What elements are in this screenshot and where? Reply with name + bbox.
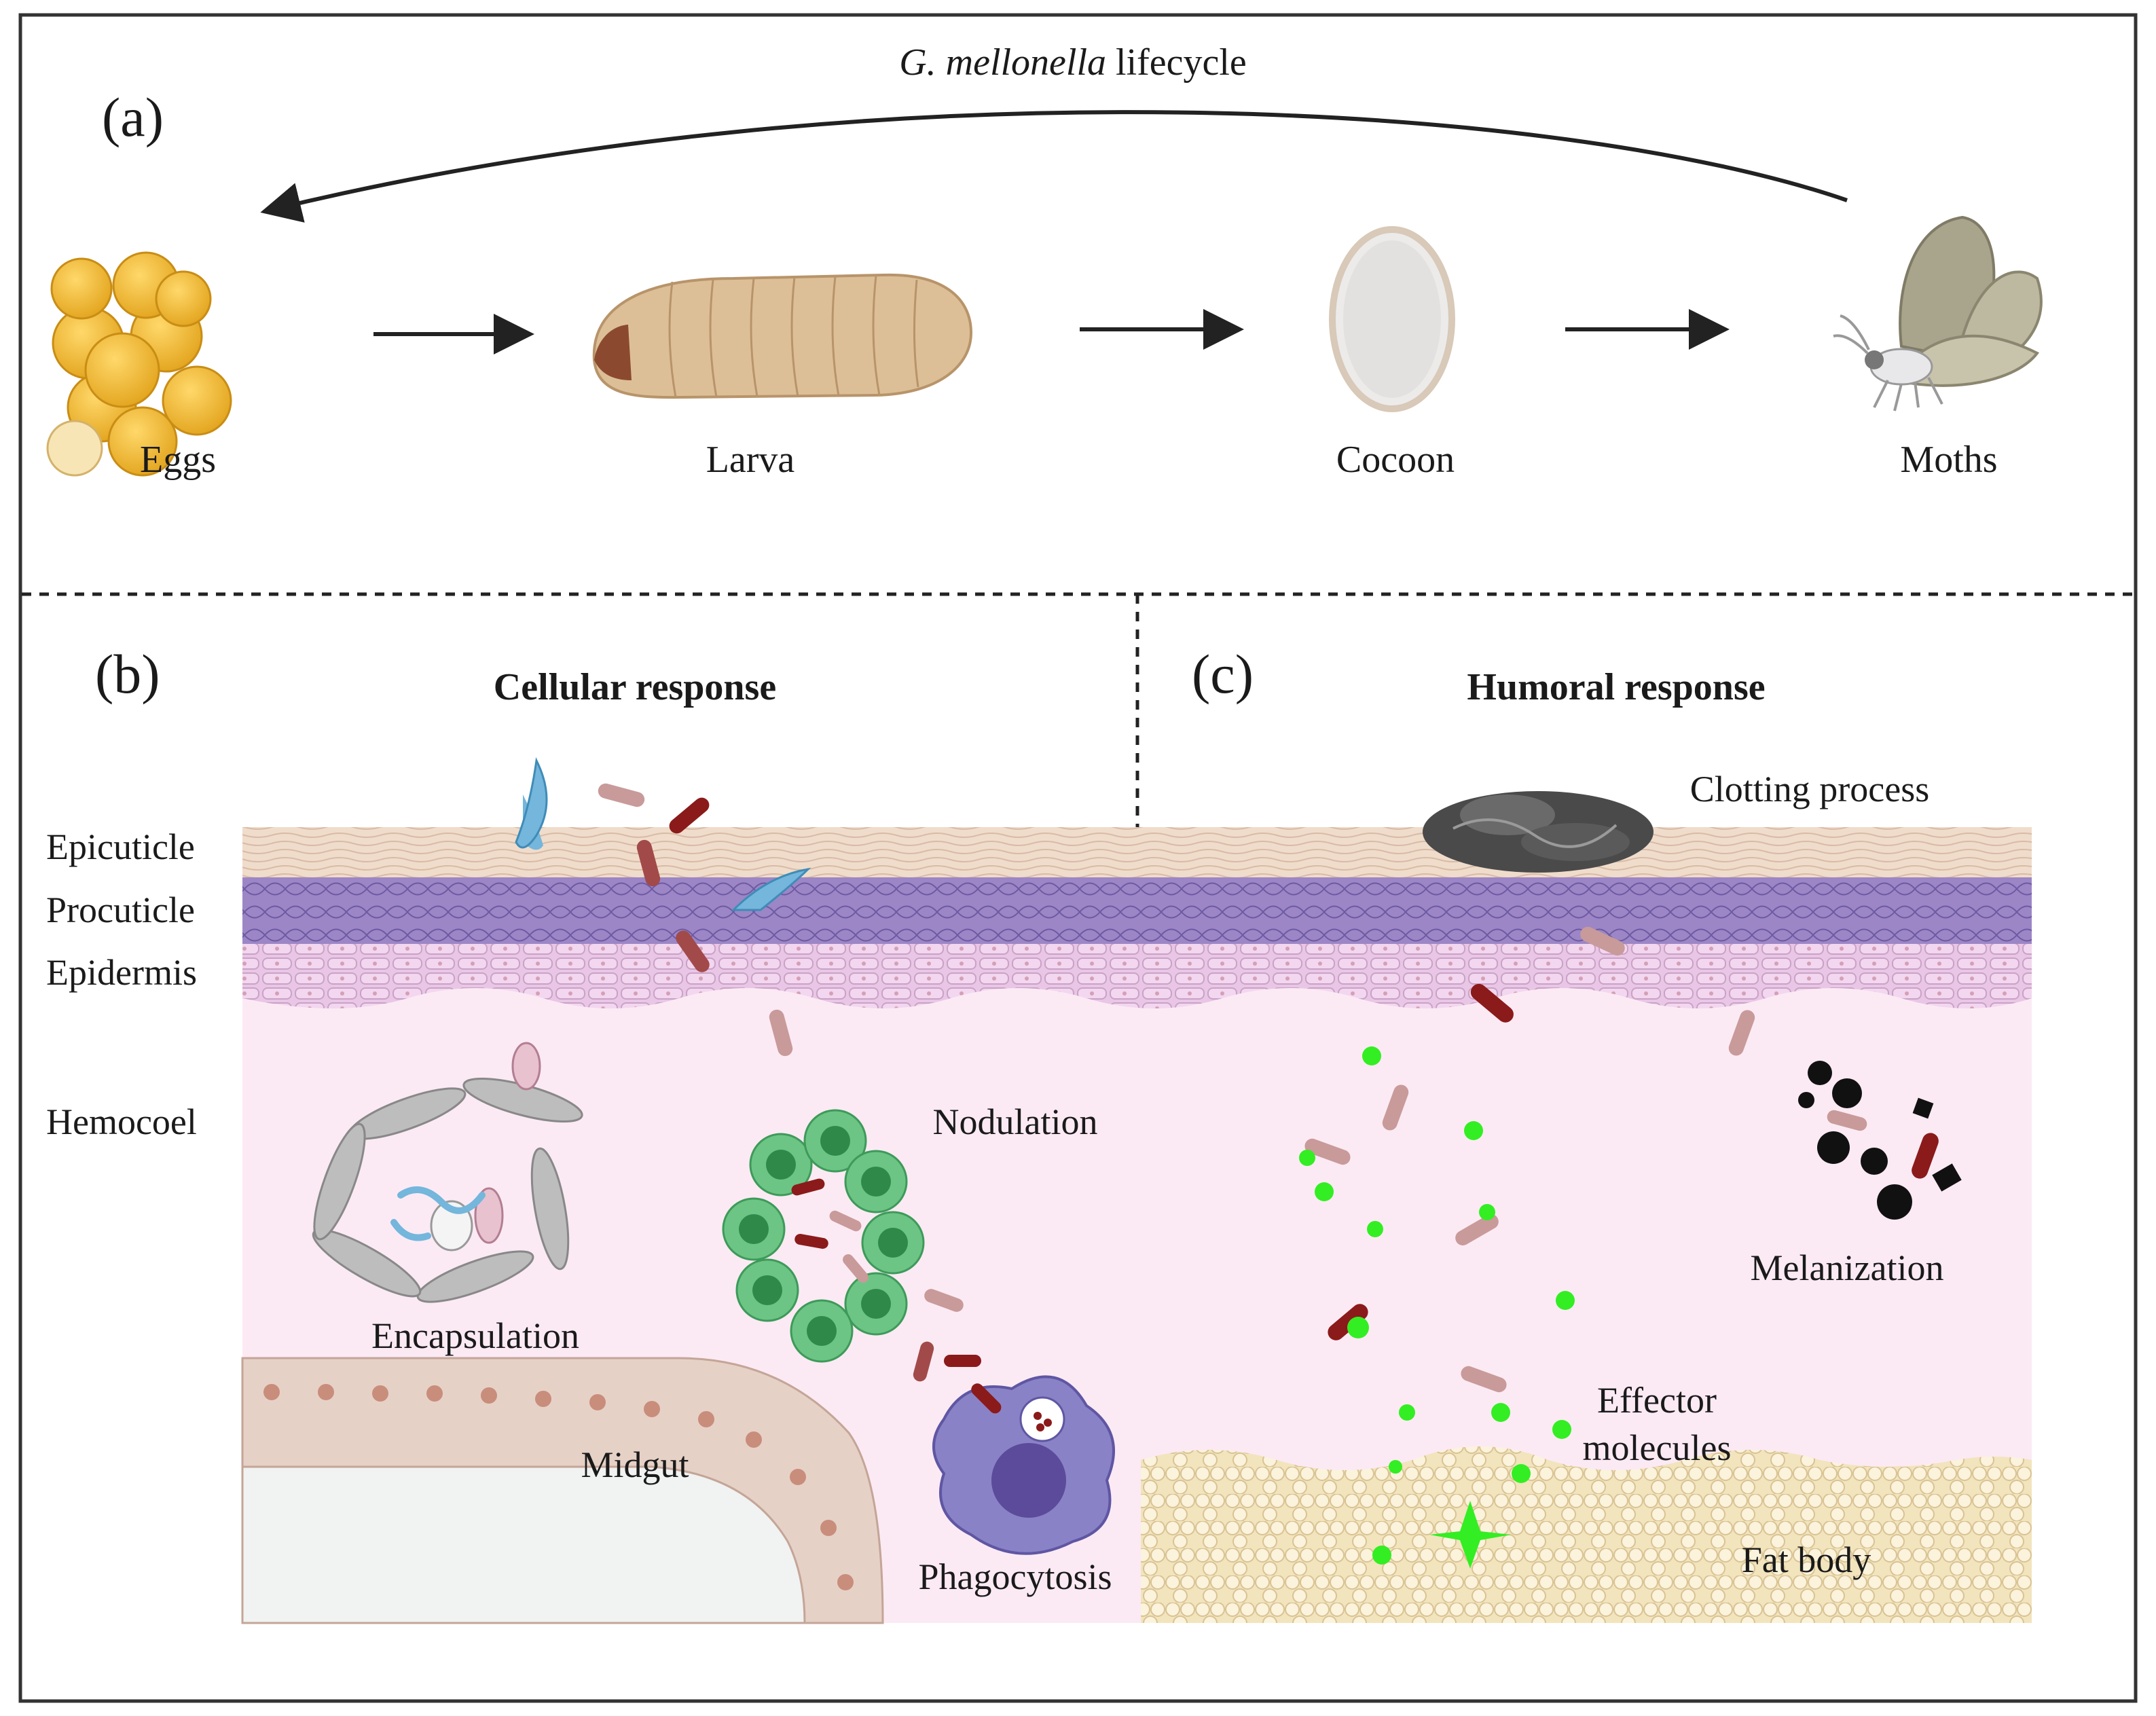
effector-molecules bbox=[1299, 1046, 1575, 1569]
fat-body-tissue bbox=[1141, 1446, 2032, 1623]
eggs-icon bbox=[46, 251, 232, 477]
label-molecules: molecules bbox=[1583, 1427, 1732, 1468]
larva-icon bbox=[592, 273, 973, 399]
layer-label-epidermis: Epidermis bbox=[46, 952, 197, 993]
panel-b: (b) Cellular response Epicuticle Procuti… bbox=[46, 643, 1112, 1597]
cocoon-icon bbox=[1329, 226, 1455, 412]
label-midgut: Midgut bbox=[581, 1444, 689, 1485]
phagocyte-cell bbox=[932, 1375, 1115, 1555]
epicuticle-layer bbox=[242, 827, 2032, 877]
tissue-illustration bbox=[241, 757, 2032, 1624]
stage-label-eggs: Eggs bbox=[140, 439, 216, 481]
midgut-lumen bbox=[241, 1465, 806, 1624]
nodule-cluster bbox=[722, 1109, 925, 1363]
procuticle-layer bbox=[242, 876, 2032, 944]
label-phagocytosis: Phagocytosis bbox=[918, 1556, 1112, 1597]
stage-label-cocoon: Cocoon bbox=[1336, 439, 1455, 481]
cellular-response-title: Cellular response bbox=[494, 666, 776, 708]
panel-a-label: (a) bbox=[102, 86, 164, 148]
label-clotting-process: Clotting process bbox=[1690, 769, 1929, 809]
bacteria bbox=[511, 757, 1755, 1393]
clot-mass bbox=[1423, 791, 1653, 873]
label-melanization: Melanization bbox=[1751, 1247, 1944, 1288]
label-encapsulation: Encapsulation bbox=[371, 1315, 579, 1356]
panel-a: (a) G. mellonella lifecycle Eggs bbox=[46, 41, 2043, 481]
panel-c: (c) Humoral response Clotting process Me… bbox=[1192, 643, 1943, 1580]
stage-label-larva: Larva bbox=[706, 439, 795, 481]
encapsulation-capsule bbox=[312, 1077, 583, 1303]
layer-label-procuticle: Procuticle bbox=[46, 890, 195, 930]
lifecycle-return-arrow bbox=[260, 110, 1848, 223]
moth-icon bbox=[1833, 215, 2043, 412]
label-nodulation: Nodulation bbox=[933, 1101, 1098, 1142]
panel-c-label: (c) bbox=[1192, 643, 1254, 705]
layer-label-hemocoel: Hemocoel bbox=[46, 1101, 197, 1142]
humoral-response-title: Humoral response bbox=[1467, 666, 1765, 708]
stage-label-moths: Moths bbox=[1900, 439, 1997, 481]
label-fat-body: Fat body bbox=[1742, 1539, 1871, 1580]
melanin-particles bbox=[1798, 1061, 1962, 1220]
label-effector: Effector bbox=[1597, 1380, 1717, 1421]
layer-label-epicuticle: Epicuticle bbox=[46, 826, 195, 867]
lifecycle-title: G. mellonella lifecycle bbox=[899, 41, 1247, 84]
panel-b-label: (b) bbox=[95, 643, 160, 705]
